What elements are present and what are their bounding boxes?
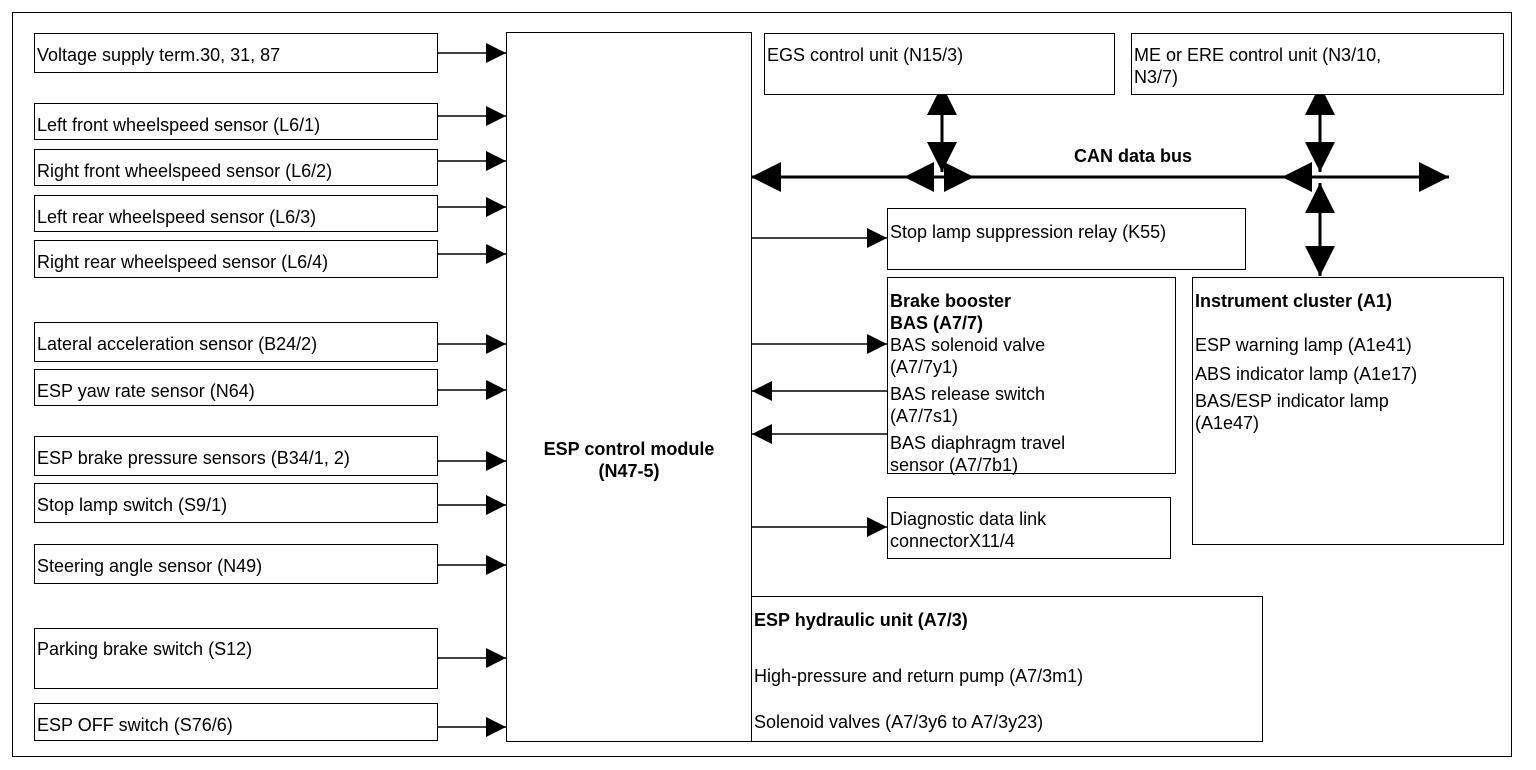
input-right-front-wheelspeed: Right front wheelspeed sensor (L6/2) bbox=[34, 149, 438, 186]
hydraulic-pump: High-pressure and return pump (A7/3m1) bbox=[754, 666, 1084, 686]
input-esp-off: ESP OFF switch (S76/6) bbox=[34, 703, 438, 741]
bas-esp-indicator-lamp: BAS/ESP indicator lamp bbox=[1195, 391, 1389, 411]
input-stop-lamp-switch: Stop lamp switch (S9/1) bbox=[34, 483, 438, 523]
diagram-frame bbox=[12, 12, 1512, 757]
input-right-rear-wheelspeed: Right rear wheelspeed sensor (L6/4) bbox=[34, 240, 438, 278]
instrument-cluster-title: Instrument cluster (A1) bbox=[1195, 291, 1393, 311]
input-label: Parking brake switch (S12) bbox=[37, 639, 253, 659]
input-label: Left front wheelspeed sensor (L6/1) bbox=[37, 115, 321, 135]
bas-release-switch: BAS release switch bbox=[890, 384, 1046, 404]
bas-esp-indicator-lamp-code: (A1e47) bbox=[1195, 413, 1260, 433]
stop-lamp-relay: Stop lamp suppression relay (K55) bbox=[887, 208, 1246, 270]
esp-control-module-title: ESP control module (N47-5) bbox=[507, 438, 751, 482]
bas-release-switch-code: (A7/7s1) bbox=[890, 406, 959, 426]
me-line1: ME or ERE control unit (N3/10, bbox=[1134, 45, 1382, 65]
diagnostic-line1: Diagnostic data link bbox=[890, 509, 1047, 529]
bas-diaphragm-sensor: BAS diaphragm travel bbox=[890, 433, 1066, 453]
input-label: ESP OFF switch (S76/6) bbox=[37, 715, 233, 735]
input-left-front-wheelspeed: Left front wheelspeed sensor (L6/1) bbox=[34, 103, 438, 140]
esp-control-module: ESP control module (N47-5) bbox=[506, 32, 752, 742]
egs-label: EGS control unit (N15/3) bbox=[767, 45, 964, 65]
input-yaw-rate: ESP yaw rate sensor (N64) bbox=[34, 369, 438, 406]
can-bus-label: CAN data bus bbox=[1074, 146, 1193, 166]
input-label: Left rear wheelspeed sensor (L6/3) bbox=[37, 207, 317, 227]
input-brake-pressure: ESP brake pressure sensors (B34/1, 2) bbox=[34, 436, 438, 476]
esp-warning-lamp: ESP warning lamp (A1e41) bbox=[1195, 335, 1412, 355]
input-label: ESP brake pressure sensors (B34/1, 2) bbox=[37, 448, 350, 468]
input-label: Right rear wheelspeed sensor (L6/4) bbox=[37, 252, 329, 272]
instrument-cluster: Instrument cluster (A1) ESP warning lamp… bbox=[1192, 277, 1504, 545]
input-label: Stop lamp switch (S9/1) bbox=[37, 495, 228, 515]
input-voltage-supply: Voltage supply term.30, 31, 87 bbox=[34, 33, 438, 73]
me-line2: N3/7) bbox=[1134, 67, 1179, 87]
diagnostic-line2: connectorX11/4 bbox=[890, 531, 1015, 551]
bas-title: BAS (A7/7) bbox=[890, 313, 984, 333]
input-parking-brake: Parking brake switch (S12) bbox=[34, 628, 438, 689]
brake-booster: Brake booster BAS (A7/7) BAS solenoid va… bbox=[887, 277, 1176, 475]
esp-title-line1: ESP control module bbox=[543, 439, 715, 459]
me-control-unit: ME or ERE control unit (N3/10, N3/7) bbox=[1131, 33, 1504, 95]
egs-control-unit: EGS control unit (N15/3) bbox=[764, 33, 1115, 95]
input-label: Steering angle sensor (N49) bbox=[37, 556, 263, 576]
input-label: ESP yaw rate sensor (N64) bbox=[37, 381, 255, 401]
input-label: Lateral acceleration sensor (B24/2) bbox=[37, 334, 318, 354]
brake-booster-title: Brake booster bbox=[890, 291, 1012, 311]
input-label: Voltage supply term.30, 31, 87 bbox=[37, 45, 281, 65]
hydraulic-unit-title: ESP hydraulic unit (A7/3) bbox=[754, 610, 968, 630]
abs-indicator-lamp: ABS indicator lamp (A1e17) bbox=[1195, 364, 1418, 384]
input-lateral-acceleration: Lateral acceleration sensor (B24/2) bbox=[34, 322, 438, 362]
diagnostic-connector: Diagnostic data link connectorX11/4 bbox=[887, 497, 1171, 559]
input-steering-angle: Steering angle sensor (N49) bbox=[34, 544, 438, 584]
input-left-rear-wheelspeed: Left rear wheelspeed sensor (L6/3) bbox=[34, 195, 438, 232]
input-label: Right front wheelspeed sensor (L6/2) bbox=[37, 161, 333, 181]
bas-diaphragm-sensor-code: sensor (A7/7b1) bbox=[890, 455, 1019, 475]
bas-solenoid-valve: BAS solenoid valve bbox=[890, 335, 1046, 355]
hydraulic-solenoid-valves: Solenoid valves (A7/3y6 to A7/3y23) bbox=[754, 712, 1044, 732]
stop-relay-label: Stop lamp suppression relay (K55) bbox=[890, 222, 1167, 242]
esp-hydraulic-unit: ESP hydraulic unit (A7/3) High-pressure … bbox=[751, 596, 1263, 742]
bas-solenoid-valve-code: (A7/7y1) bbox=[890, 357, 959, 377]
esp-title-line2: (N47-5) bbox=[598, 461, 660, 481]
